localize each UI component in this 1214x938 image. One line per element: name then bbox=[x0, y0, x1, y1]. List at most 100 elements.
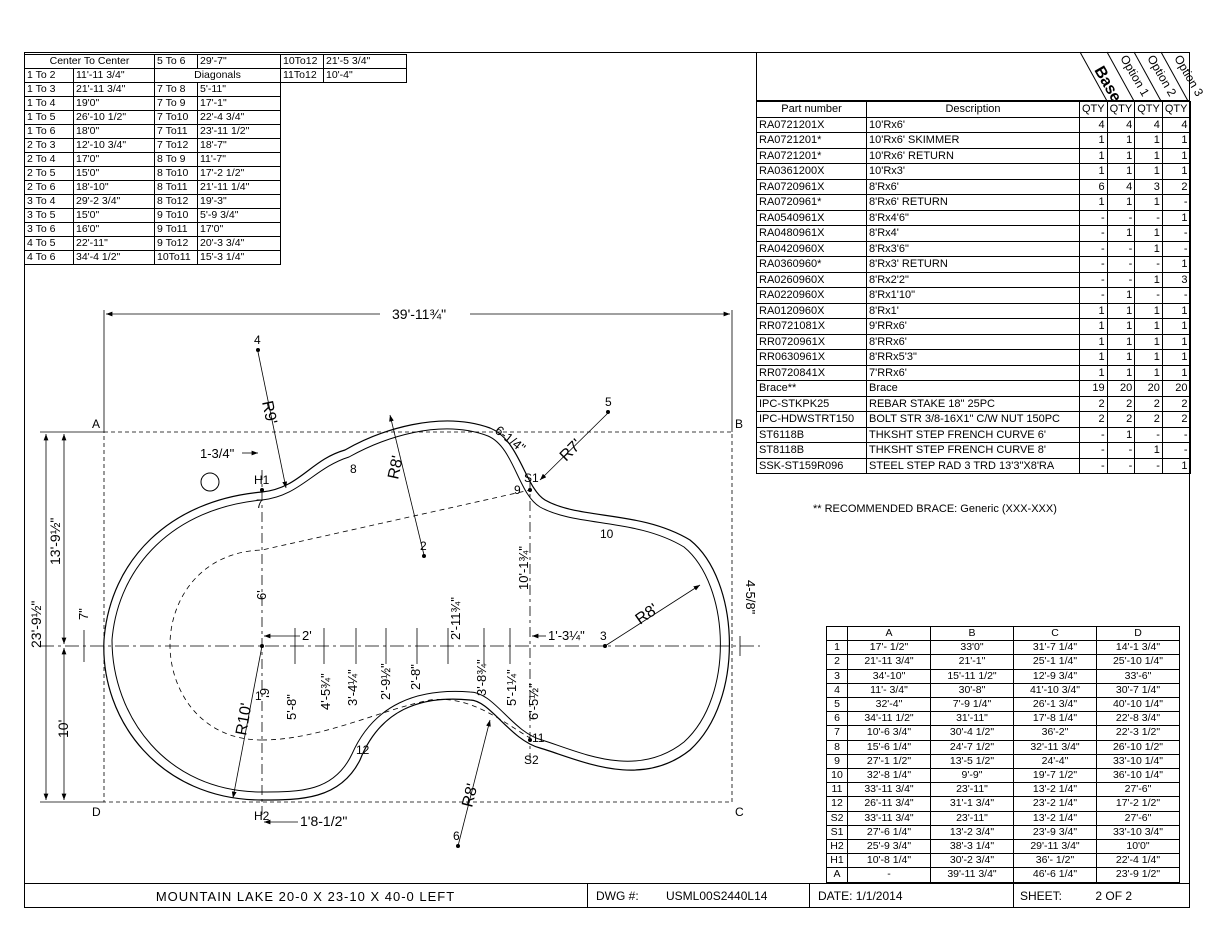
dims-value: 46'-6 1/4" bbox=[1013, 867, 1097, 883]
dim-4-5-3-4: 4'-5¾" bbox=[318, 673, 333, 710]
ctc-cell: 9 To12 bbox=[154, 236, 198, 251]
dims-header-row: A B C D bbox=[826, 625, 1180, 642]
radius-r7: R7' bbox=[557, 436, 586, 465]
dim-6-ft-upper: 6' bbox=[254, 590, 269, 600]
ctc-cell: 21'-11 1/4" bbox=[197, 180, 281, 195]
part-qty: 1 bbox=[1161, 333, 1191, 350]
dims-value: 13'-2 1/4" bbox=[1013, 782, 1097, 798]
part-description: BOLT STR 3/8-16X1" C/W NUT 150PC bbox=[866, 411, 1080, 428]
dims-key: S2 bbox=[826, 810, 848, 826]
ctc-cell: 8 To12 bbox=[154, 194, 198, 209]
dim-2-9-1-2: 2'-9½" bbox=[378, 663, 393, 700]
dims-value: 27'-6" bbox=[1096, 782, 1180, 798]
qty-header-base: QTY bbox=[1079, 101, 1108, 118]
dims-value: 22'-8 3/4" bbox=[1096, 711, 1180, 727]
corner-a: A bbox=[92, 417, 100, 431]
dims-value: 21'-11 3/4" bbox=[847, 654, 931, 670]
dim-10-1-3-4: 10'-1¾" bbox=[516, 546, 531, 590]
part-number: RR0720961X bbox=[756, 333, 867, 350]
dims-value: 41'-10 3/4" bbox=[1013, 682, 1097, 699]
overall-width-label: 39'-11¾" bbox=[392, 306, 446, 322]
point-s2: S2 bbox=[524, 753, 539, 767]
point-7: 7 bbox=[256, 497, 263, 511]
dims-value: 15'-11 1/2" bbox=[930, 668, 1014, 684]
bounding-rectangle bbox=[103, 431, 733, 803]
ctc-cell: 7 To 8 bbox=[154, 82, 198, 97]
right-side-label: 4-5/8" bbox=[743, 580, 758, 615]
dims-value: 26'-1 3/4" bbox=[1013, 697, 1097, 713]
dims-value: 33'-10 3/4" bbox=[1096, 824, 1180, 841]
upper-height-label: 13'-9½" bbox=[47, 518, 63, 565]
radius-r8-right: R8' bbox=[633, 601, 662, 628]
dims-value: - bbox=[847, 867, 931, 883]
radius-r8-bottom: R8' bbox=[459, 782, 481, 809]
point-10: 10 bbox=[600, 527, 614, 541]
ctc-cell: 5'-11" bbox=[197, 82, 281, 97]
dims-value: 13'-5 1/2" bbox=[930, 753, 1014, 770]
dim-5-8: 5'-8" bbox=[284, 694, 299, 720]
part-number: RA0480961X bbox=[756, 225, 867, 242]
dim-3-8-3-4: 3'-8¾" bbox=[474, 659, 489, 696]
part-number: RR0720841X bbox=[756, 364, 867, 381]
dims-value: 24'-4" bbox=[1013, 753, 1097, 770]
skimmer-icon bbox=[200, 472, 220, 492]
seven-inch-label: 7" bbox=[76, 608, 91, 620]
dims-value: 21'-1" bbox=[930, 654, 1014, 670]
part-number: SSK-ST159R096 bbox=[756, 457, 867, 474]
dwg-label: DWG #: bbox=[596, 889, 639, 903]
dims-value: 32'-11 3/4" bbox=[1013, 739, 1097, 755]
ctc-cell: 10'-4" bbox=[323, 68, 407, 83]
dims-row: A-39'-11 3/4"46'-6 1/4"23'-9 1/2" bbox=[826, 867, 1180, 883]
dims-value: 14'-1 3/4" bbox=[1096, 640, 1180, 656]
point-9: 9 bbox=[514, 483, 521, 497]
qty-header-option2: QTY bbox=[1134, 101, 1163, 118]
part-number: RA0361200X bbox=[756, 163, 867, 180]
dims-value: 15'-6 1/4" bbox=[847, 739, 931, 755]
dims-value: 22'-4 1/4" bbox=[1096, 853, 1180, 869]
dims-value: 7'-9 1/4" bbox=[930, 697, 1014, 713]
dims-value: 32'-4" bbox=[847, 697, 931, 713]
dims-value: 17'-8 1/4" bbox=[1013, 711, 1097, 727]
point-s1: S1 bbox=[524, 471, 539, 485]
dims-value: 33'0" bbox=[930, 640, 1014, 656]
dim-6-ft-lower: 6' bbox=[257, 688, 272, 698]
dims-value: 25'-1 1/4" bbox=[1013, 654, 1097, 670]
overall-height-label: 23'-9½" bbox=[28, 601, 44, 648]
point-8: 8 bbox=[350, 462, 357, 476]
pool-outline-inner bbox=[111, 428, 721, 793]
point-h1: H1 bbox=[254, 473, 270, 487]
ctc-header-row: Center To Center 5 To 6 29'-7" 10To12 21… bbox=[24, 54, 407, 69]
part-description: 8'Rx3' RETURN bbox=[866, 256, 1080, 273]
dim-2-8: 2'-8" bbox=[408, 664, 423, 690]
dims-value: 29'-11 3/4" bbox=[1013, 839, 1097, 855]
parts-table: Part number Description QTY QTY QTY QTY … bbox=[756, 101, 1191, 474]
ctc-cell: 15'-3 1/4" bbox=[197, 250, 281, 265]
dim-6-5-1-2: 6'-5½" bbox=[526, 683, 541, 720]
dims-value: 23'-2 1/4" bbox=[1013, 796, 1097, 812]
part-description: 8'RRx5'3" bbox=[866, 349, 1080, 366]
dims-key: H1 bbox=[826, 853, 848, 869]
drawing-title: MOUNTAIN LAKE 20-0 X 23-10 X 40-0 LEFT bbox=[24, 883, 587, 908]
dims-value: 38'-3 1/4" bbox=[930, 839, 1014, 855]
dims-value: 11'- 3/4" bbox=[847, 682, 931, 699]
point-2: 2 bbox=[420, 539, 427, 553]
part-qty: 1 bbox=[1161, 256, 1191, 273]
dims-value: 34'-11 1/2" bbox=[847, 711, 931, 727]
